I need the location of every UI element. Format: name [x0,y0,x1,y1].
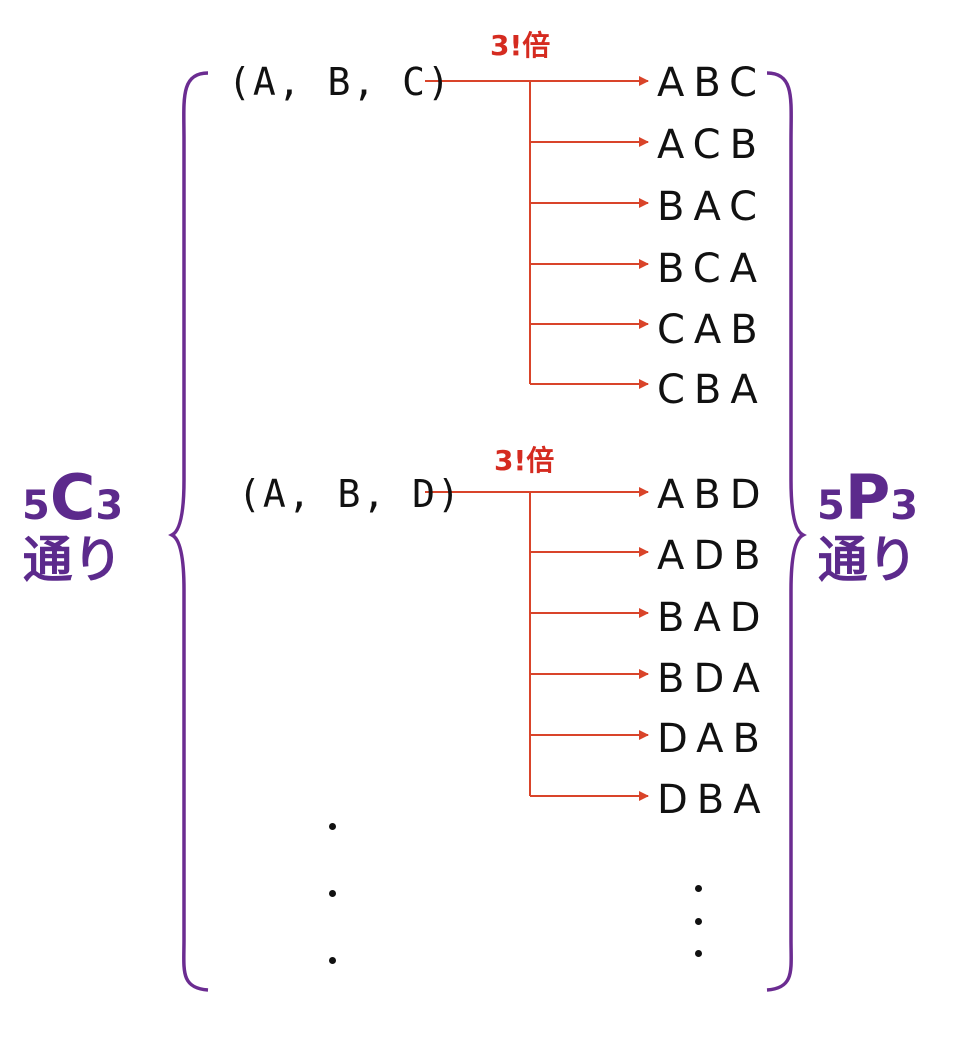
permutation-arrows-group-2 [425,487,649,801]
ellipsis-dot [329,823,336,830]
left-label-symbol: C [49,461,96,534]
left-brace [168,71,209,992]
permutation-1-3: BAC [657,184,767,230]
permutation-2-3: BAD [657,595,770,641]
permutation-count-label: 5P3 通り [817,467,919,589]
permutation-1-6: CBA [657,367,767,413]
ellipsis-dot [329,890,336,897]
ellipsis-dot [695,950,702,957]
permutation-2-1: ABD [657,472,770,518]
right-label-unit: 通り [817,531,918,589]
permutation-2-6: DBA [657,777,770,823]
multiplier-label-1: 3!倍 [490,29,551,62]
right-label-n: 5 [817,483,845,529]
ellipsis-dot [695,885,702,892]
permutation-1-1: ABC [657,60,767,106]
ellipsis-dot [695,918,702,925]
left-label-n: 5 [22,483,50,529]
right-brace [766,71,807,992]
combination-2: (A, B, D) [238,472,462,516]
right-label-r: 3 [890,483,919,529]
ellipsis-dot [329,957,336,964]
permutation-2-4: BDA [657,656,769,702]
permutation-arrows-group-1 [425,76,649,389]
multiplier-label-2: 3!倍 [494,444,555,477]
permutation-2-5: DAB [657,716,769,762]
permutation-2-2: ADB [657,533,770,579]
permutation-1-4: BCA [657,246,767,292]
permutation-1-5: CAB [657,307,767,353]
left-label-r: 3 [95,483,124,529]
permutation-1-2: ACB [657,122,767,168]
combination-1: (A, B, C) [228,60,452,104]
combination-count-label: 5C3 通り [22,467,124,589]
right-label-symbol: P [844,461,891,534]
left-label-unit: 通り [22,531,123,589]
